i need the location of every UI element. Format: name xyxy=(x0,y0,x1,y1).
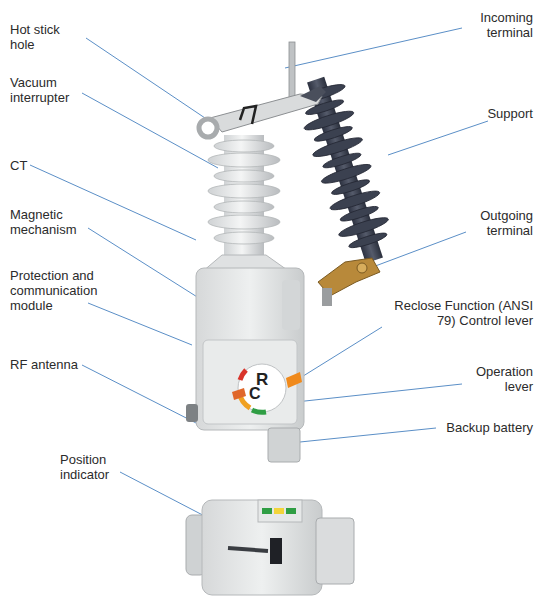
control-dial-part xyxy=(252,410,266,412)
part-label: Incoming terminal xyxy=(465,10,533,40)
bottom-view-device-part xyxy=(202,500,322,595)
leader-lines-part xyxy=(388,121,488,155)
bottom-view-device-part xyxy=(286,508,296,514)
control-dial-part xyxy=(286,372,302,388)
housing-part xyxy=(203,340,297,424)
leader-lines-part xyxy=(88,228,202,300)
housing-part xyxy=(196,268,304,430)
backup-battery-part xyxy=(268,428,300,462)
incoming-terminal-part xyxy=(210,94,322,132)
vacuum-interrupter-part xyxy=(214,201,274,213)
control-dial xyxy=(232,364,302,412)
bottom-view-device-part xyxy=(270,538,282,564)
part-label: Backup battery xyxy=(423,420,533,435)
bottom-view-device-part xyxy=(228,548,268,551)
leader-lines-part xyxy=(285,28,462,68)
vacuum-interrupter xyxy=(208,135,280,265)
rf-antenna-part xyxy=(186,404,198,422)
leader-lines-part xyxy=(88,303,192,345)
part-label: Protection and communication module xyxy=(10,268,110,313)
bottom-view-device-part xyxy=(316,518,354,584)
vacuum-interrupter-part xyxy=(214,170,274,182)
leader-lines-part xyxy=(300,428,436,442)
part-label: Operation lever xyxy=(461,364,533,394)
part-label: Position indicator xyxy=(60,452,124,482)
incoming-terminal-part xyxy=(240,106,256,124)
support-arrester-part xyxy=(348,230,389,250)
control-dial-part xyxy=(240,370,246,380)
backup-battery xyxy=(268,428,300,462)
vacuum-interrupter-part xyxy=(208,153,280,167)
control-dial-part xyxy=(232,388,246,400)
leader-lines-part xyxy=(82,93,218,168)
outgoing-terminal xyxy=(318,258,380,306)
vacuum-interrupter-part xyxy=(214,140,274,152)
outgoing-terminal-part xyxy=(357,263,367,273)
part-label: Hot stick hole xyxy=(10,22,84,52)
housing xyxy=(196,255,304,430)
bottom-view-device xyxy=(186,500,354,595)
leader-lines xyxy=(30,28,488,548)
leader-lines-part xyxy=(86,38,205,118)
vacuum-interrupter-part xyxy=(208,215,280,229)
control-dial-part xyxy=(238,364,286,412)
incoming-terminal xyxy=(210,42,326,132)
rf-antenna xyxy=(186,404,198,422)
part-label: Vacuum interrupter xyxy=(10,75,86,105)
part-label: Reclose Function (ANSI 79) Control lever xyxy=(383,298,533,328)
incoming-terminal-part xyxy=(289,42,295,102)
incoming-terminal-part xyxy=(300,86,326,102)
bottom-view-device-part xyxy=(274,508,284,514)
bottom-view-device-part xyxy=(258,500,302,522)
part-label: Magnetic mechanism xyxy=(10,207,90,237)
part-label: RF antenna xyxy=(10,357,90,372)
hot-stick-hole-part xyxy=(199,119,217,137)
part-label: CT xyxy=(10,158,50,173)
hot-stick-hole xyxy=(199,119,217,137)
vacuum-interrupter-part xyxy=(214,232,274,244)
part-label: Outgoing terminal xyxy=(465,208,533,238)
housing-part xyxy=(282,280,300,330)
dial-letter: C xyxy=(249,386,261,402)
leader-lines-part xyxy=(300,327,382,378)
bottom-view-device-part xyxy=(262,508,272,514)
leader-lines-part xyxy=(82,365,200,425)
outgoing-terminal-part xyxy=(322,288,332,306)
vacuum-interrupter-part xyxy=(208,184,280,198)
vacuum-interrupter-part xyxy=(208,140,280,244)
part-label: Support xyxy=(463,106,533,121)
